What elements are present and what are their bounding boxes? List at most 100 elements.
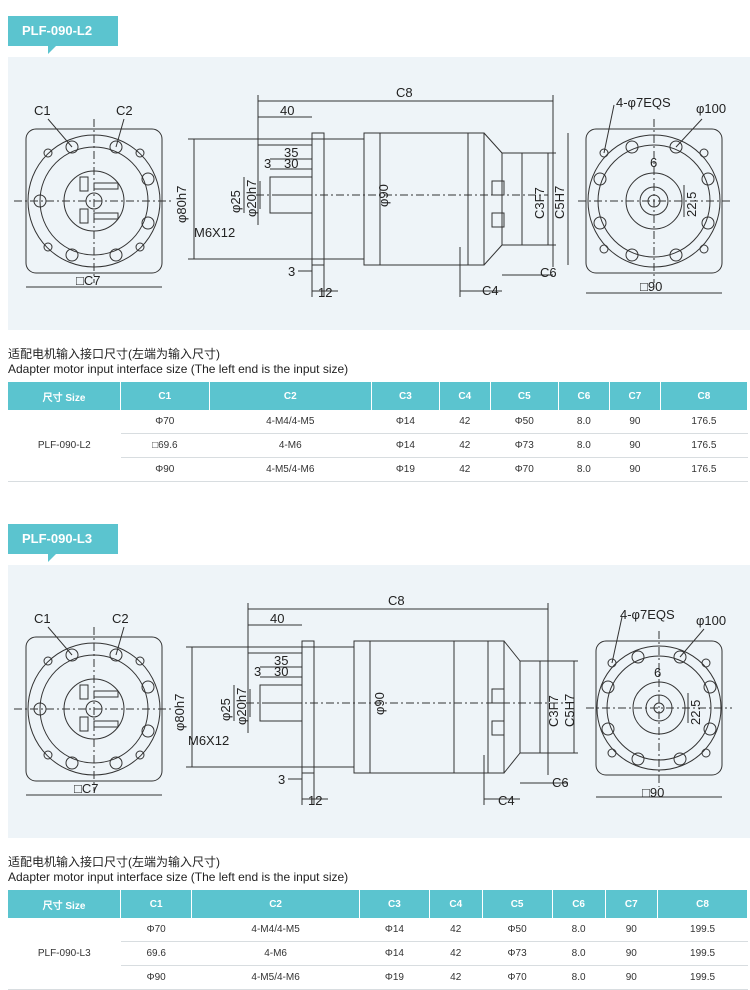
label-3b: 3 (288, 264, 295, 279)
label-35: 35 (284, 145, 298, 160)
label-12: 12 (308, 793, 322, 808)
header-c4: C4 (439, 382, 491, 410)
header-c7: C7 (609, 382, 661, 410)
model-cell: PLF-090-L3 (8, 918, 121, 990)
label-3a: 3 (264, 156, 271, 171)
header-c8: C8 (657, 890, 748, 918)
cell: 176.5 (660, 410, 748, 434)
cell: 42 (439, 433, 491, 458)
caption-cn: 适配电机输入接口尺寸(左端为输入尺寸) (8, 855, 220, 869)
cell: 4-M5/4-M6 (191, 965, 360, 990)
label-22-5: 22.5 (688, 700, 703, 725)
cell: Φ90 (120, 965, 192, 990)
cell: 4-M4/4-M5 (209, 410, 372, 434)
table-row: PLF-090-L3 Φ70 4-M4/4-M5 Φ14 42 Φ50 8.0 … (8, 918, 748, 990)
section-plf-090-l3: PLF-090-L3 (0, 508, 750, 990)
label-c4: C4 (482, 283, 499, 298)
label-c2: C2 (112, 611, 129, 626)
model-cell: PLF-090-L2 (8, 410, 121, 482)
cell: 176.5 (660, 457, 748, 482)
cell: 42 (429, 965, 482, 990)
cell: 90 (605, 965, 658, 990)
spec-table: 尺寸 Size C1 C2 C3 C4 C5 C6 C7 C8 PLF-090-… (8, 890, 748, 990)
header-c4: C4 (429, 890, 483, 918)
cell: 90 (605, 918, 658, 942)
label-3b: 3 (278, 772, 285, 787)
technical-drawing: C1 C2 □C7 C8 40 35 30 3 φ80h7 φ25 φ20h7 … (8, 565, 750, 838)
technical-drawing: C1 C2 □C7 C8 40 35 30 3 φ80h7 φ25 φ20h7 … (8, 57, 750, 330)
cell: 4-M6 (191, 941, 360, 966)
cell: 8.0 (558, 433, 610, 458)
header-c5: C5 (482, 890, 553, 918)
cell: 8.0 (552, 918, 606, 942)
cell: 90 (609, 457, 661, 482)
table-row: Φ90 4-M5/4-M6 Φ19 42 Φ70 8.0 90 176.5 (8, 457, 748, 482)
cell: Φ19 (371, 457, 440, 482)
caption-en: Adapter motor input interface size (The … (8, 362, 349, 376)
cell: 8.0 (552, 941, 606, 966)
label-phi100: φ100 (696, 101, 726, 116)
cell: 42 (439, 410, 491, 434)
label-sq90: □90 (642, 785, 664, 800)
cell: Φ19 (359, 965, 430, 990)
cell: 90 (609, 433, 661, 458)
label-40: 40 (270, 611, 284, 626)
label-c2: C2 (116, 103, 133, 118)
label-c5: C5H7 (562, 694, 577, 727)
label-c7: □C7 (76, 273, 100, 288)
cell: 42 (429, 918, 482, 942)
label-c1: C1 (34, 103, 51, 118)
label-phi80: φ80h7 (172, 694, 187, 731)
header-c3: C3 (359, 890, 430, 918)
header-c7: C7 (605, 890, 659, 918)
header-c3: C3 (371, 382, 440, 410)
model-tag: PLF-090-L2 (8, 16, 118, 54)
label-c6: C6 (540, 265, 557, 280)
cell: 199.5 (657, 965, 748, 990)
label-30: 30 (274, 664, 288, 679)
label-c4: C4 (498, 793, 515, 808)
cell: Φ14 (359, 941, 430, 966)
caption-cn: 适配电机输入接口尺寸(左端为输入尺寸) (8, 347, 220, 361)
label-c8: C8 (396, 85, 413, 100)
label-12: 12 (318, 285, 332, 300)
cell: 176.5 (660, 433, 748, 458)
header-size: 尺寸 Size (8, 890, 121, 918)
table-header-row: 尺寸 Size C1 C2 C3 C4 C5 C6 C7 C8 (8, 890, 748, 918)
label-phi20: φ20h7 (234, 688, 249, 725)
table-header-row: 尺寸 Size C1 C2 C3 C4 C5 C6 C7 C8 (8, 382, 749, 410)
cell: Φ90 (120, 457, 210, 482)
table-row: PLF-090-L2 Φ70 4-M4/4-M5 Φ14 42 Φ50 8.0 … (8, 410, 748, 482)
cell: 42 (439, 457, 491, 482)
cell: Φ50 (490, 410, 559, 434)
table-row: □69.6 4-M6 Φ14 42 Φ73 8.0 90 176.5 (8, 433, 748, 458)
header-c2: C2 (191, 890, 360, 918)
section-plf-090-l2: PLF-090-L2 (0, 0, 750, 494)
label-sq90: □90 (640, 279, 662, 294)
label-holes: 4-φ7EQS (616, 95, 671, 110)
cell: Φ70 (490, 457, 559, 482)
cell: 4-M4/4-M5 (191, 918, 360, 942)
cell: Φ14 (371, 410, 440, 434)
label-phi90: φ90 (376, 184, 391, 207)
label-6: 6 (650, 155, 657, 170)
caption-en: Adapter motor input interface size (The … (8, 870, 349, 884)
model-tag: PLF-090-L3 (8, 524, 118, 562)
cell: 199.5 (657, 918, 748, 942)
header-c2: C2 (209, 382, 372, 410)
header-c6: C6 (558, 382, 611, 410)
cell: 8.0 (558, 410, 610, 434)
label-m6: M6X12 (188, 733, 229, 748)
label-c5: C5H7 (552, 186, 567, 219)
label-m6: M6X12 (194, 225, 235, 240)
label-22-5: 22.5 (684, 192, 699, 217)
cell: 4-M5/4-M6 (209, 457, 372, 482)
label-35: 35 (274, 653, 288, 668)
label-c1: C1 (34, 611, 51, 626)
cell: Φ70 (120, 918, 192, 942)
cell: 8.0 (558, 457, 610, 482)
cell: Φ14 (359, 918, 430, 942)
label-holes: 4-φ7EQS (620, 607, 675, 622)
spec-table: 尺寸 Size C1 C2 C3 C4 C5 C6 C7 C8 PLF-090-… (8, 382, 749, 482)
header-c6: C6 (552, 890, 606, 918)
